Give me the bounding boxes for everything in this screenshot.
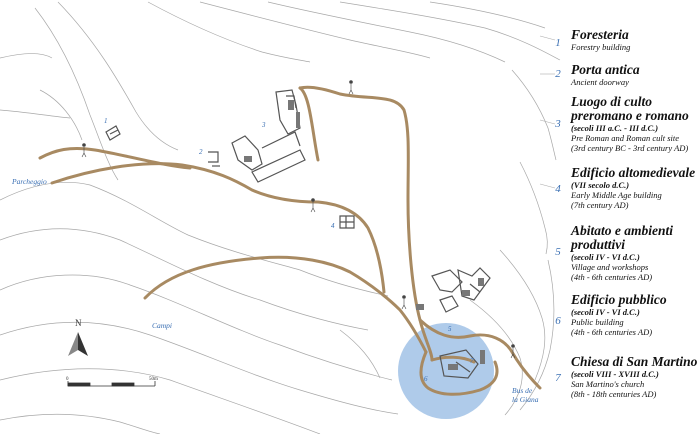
- legend-title: Foresteria: [571, 27, 629, 42]
- legend-item-1: Foresteria Forestry building: [571, 27, 631, 53]
- legend-title: Luogo di culto preromano e romano: [571, 94, 689, 123]
- bus-stop-label-1: Bus de: [512, 386, 533, 395]
- legend-number-4: 4: [555, 183, 561, 195]
- legend-number-1: 1: [555, 37, 561, 49]
- legend-title: Edificio pubblico: [571, 292, 667, 307]
- legend-title: Chiesa di San Martino: [571, 354, 698, 369]
- scale-end: 50m: [149, 377, 158, 382]
- legend-line: (4th - 6th centuries AD): [571, 327, 653, 337]
- north-label: N: [75, 318, 82, 328]
- ruins-fill: [244, 100, 485, 370]
- legend-line: (secoli IV - VI d.C.): [571, 252, 640, 262]
- church-highlight: [398, 323, 494, 419]
- walker-icons: [81, 80, 516, 359]
- site-number-3: 3: [261, 121, 266, 129]
- legend-line: (VII secolo d.C.): [571, 180, 630, 190]
- legend-line: (4th - 6th centuries AD): [571, 272, 653, 282]
- legend-leaders: [539, 35, 556, 189]
- legend-line: (3rd century BC - 3rd century AD): [571, 143, 689, 153]
- legend-item-7: Chiesa di San Martino (secoli VIII - XVI…: [571, 354, 698, 400]
- legend-line: Village and workshops: [571, 262, 649, 272]
- legend-line: San Martino's church: [571, 379, 645, 389]
- legend-line: (8th - 18th centuries AD): [571, 389, 657, 399]
- bus-stop-label-2: la Giana: [512, 395, 539, 404]
- legend-line: (secoli III a.C. - III d.C.): [571, 123, 659, 133]
- contour-lines: [0, 1, 561, 434]
- legend-number-3: 3: [555, 118, 561, 130]
- scale-bar: [67, 381, 156, 387]
- paths: [38, 85, 542, 396]
- site-number-6: 6: [424, 375, 428, 383]
- site-number-5: 5: [448, 325, 452, 333]
- legend-line: (secoli VIII - XVIII d.C.): [571, 369, 659, 379]
- legend-number-5: 5: [555, 246, 561, 258]
- site-number-1: 1: [104, 117, 108, 125]
- legend-line: (7th century AD): [571, 200, 629, 210]
- legend-title: Edificio altomedievale: [571, 165, 696, 180]
- legend-title: Porta antica: [571, 62, 640, 77]
- legend-item-2: Porta antica Ancient doorway: [571, 62, 640, 88]
- legend-title: Abitato e ambienti produttivi: [571, 223, 674, 252]
- site-number-4: 4: [331, 222, 335, 230]
- legend-line: (secoli IV - VI d.C.): [571, 307, 640, 317]
- scale-start: 0: [66, 377, 69, 382]
- site-numbers: 1 2 3 4 5 6 7: [104, 117, 474, 383]
- legend-line: Pre Roman and Roman cult site: [571, 133, 680, 143]
- north-arrow-icon: [68, 332, 88, 356]
- legend-line: Public building: [571, 317, 624, 327]
- legend-number-2: 2: [555, 68, 561, 80]
- legend-line: Forestry building: [571, 42, 631, 52]
- legend-number-6: 6: [555, 315, 561, 327]
- legend-line: Ancient doorway: [571, 77, 629, 87]
- legend-item-3: Luogo di culto preromano e romano (secol…: [571, 94, 695, 154]
- site-number-2: 2: [199, 148, 203, 156]
- site-number-7: 7: [470, 357, 474, 365]
- fields-label: Campi: [152, 321, 173, 330]
- parking-label: Parcheggio: [12, 177, 47, 186]
- legend-line: Early Middle Age building: [571, 190, 662, 200]
- legend-item-5: Abitato e ambienti produttivi (secoli IV…: [571, 223, 695, 283]
- legend-item-6: Edificio pubblico (secoli IV - VI d.C.) …: [571, 292, 667, 338]
- legend-item-4: Edificio altomedievale (VII secolo d.C.)…: [571, 165, 696, 211]
- legend-number-7: 7: [555, 372, 561, 384]
